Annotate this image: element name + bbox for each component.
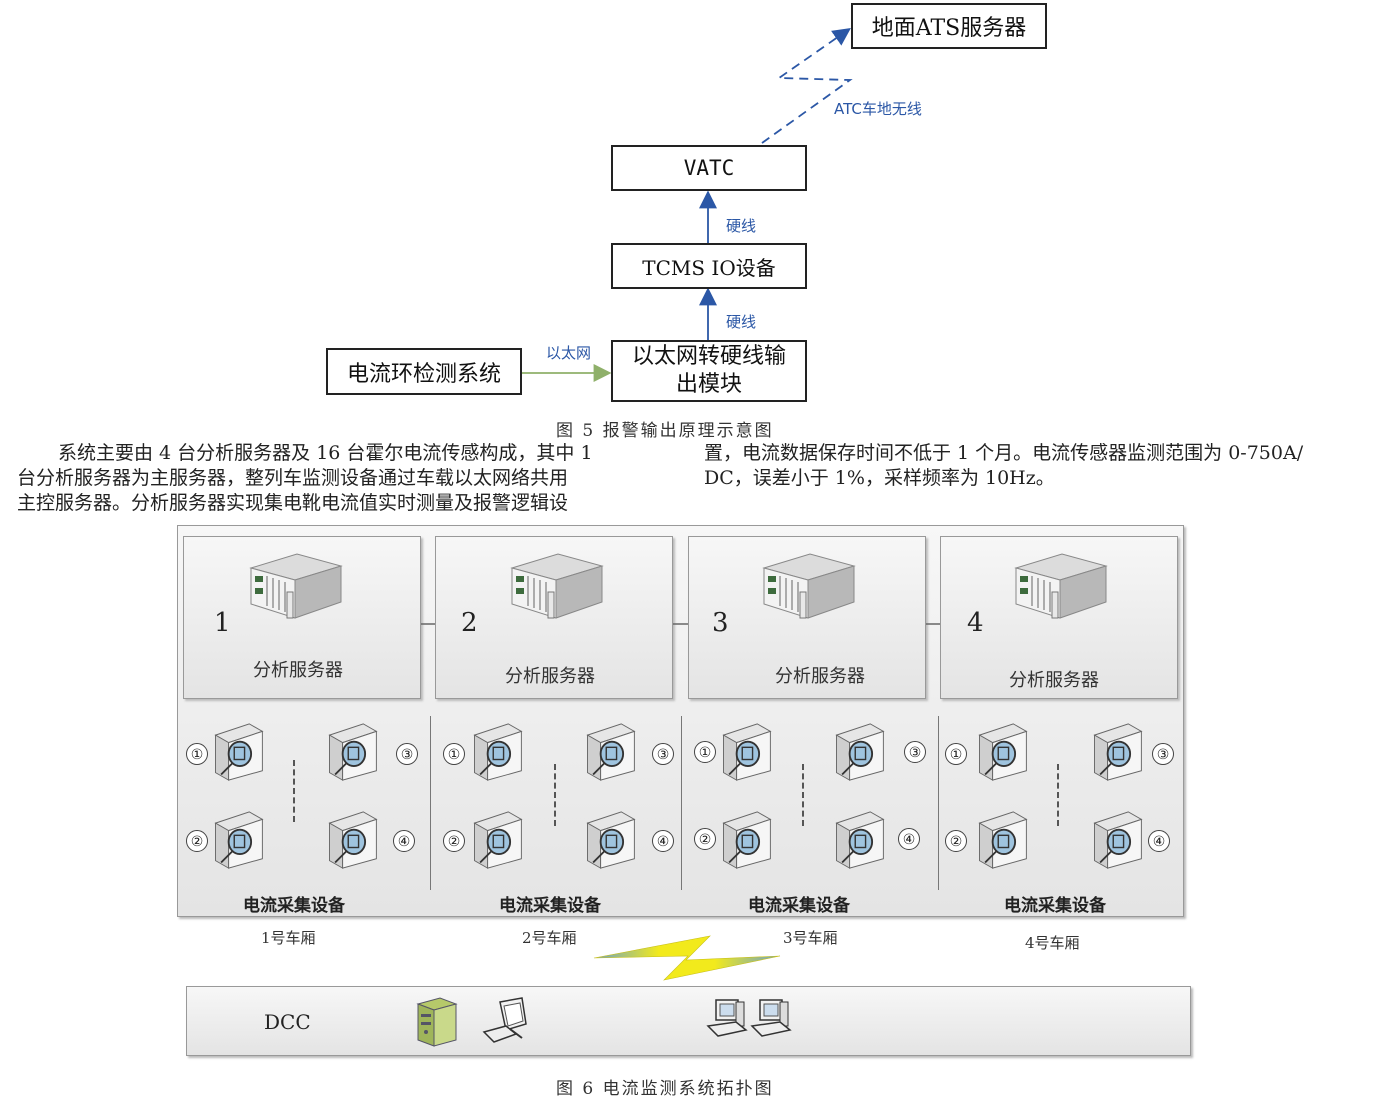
hardwire-label-bottom: 硬线 <box>726 313 757 331</box>
sensor-dash-line <box>1057 764 1059 826</box>
hall-sensor-icon <box>835 722 885 782</box>
sensor-id-1: ① <box>694 741 716 763</box>
module-label-line1: 以太网转硬线输 <box>631 344 786 369</box>
server-label-1: 分析服务器 <box>253 660 343 681</box>
fig5-caption: 图 5 报警输出原理示意图 <box>556 421 774 441</box>
detect-system-box: 电流环检测系统 <box>326 348 522 395</box>
group-separator <box>681 716 682 890</box>
hall-sensor-icon <box>722 722 772 782</box>
group-separator <box>430 716 431 890</box>
group-label-4: 电流采集设备 <box>1004 896 1106 916</box>
body-left-line1: 系统主要由 4 台分析服务器及 16 台霍尔电流传感构成，其中 1 <box>58 442 593 464</box>
rack-server-icon <box>511 553 603 619</box>
rack-server-icon <box>763 553 855 619</box>
ethernet-label: 以太网 <box>546 344 592 362</box>
sensor-dash-line <box>802 764 804 826</box>
body-left-line2: 台分析服务器为主服务器，整列车监测设备通过车载以太网络共用 <box>17 467 569 489</box>
hall-sensor-icon <box>473 810 523 870</box>
sensor-id-4: ④ <box>393 830 415 852</box>
hall-sensor-icon <box>978 722 1028 782</box>
dcc-label: DCC <box>264 1010 311 1034</box>
ground-ats-server-label: 地面ATS服务器 <box>871 16 1027 41</box>
module-label-line2: 出模块 <box>675 372 742 397</box>
fig6-caption: 图 6 电流监测系统拓扑图 <box>556 1079 774 1099</box>
workstation-icon <box>750 999 792 1037</box>
hall-sensor-icon <box>473 722 523 782</box>
sensor-id-4: ④ <box>898 828 920 850</box>
rack-server-icon <box>1015 553 1107 619</box>
sensor-id-2: ② <box>945 830 967 852</box>
body-right-line2: DC，误差小于 1%，采样频率为 10Hz。 <box>704 467 1055 489</box>
hall-sensor-icon <box>1093 722 1143 782</box>
tcms-label: TCMS IO设备 <box>642 255 776 280</box>
hall-sensor-icon <box>328 810 378 870</box>
sensor-dash-line <box>554 764 556 826</box>
workstation-icon <box>482 997 527 1043</box>
car-label-2: 2号车厢 <box>522 929 577 947</box>
ground-ats-server-box: 地面ATS服务器 <box>851 3 1047 49</box>
server-label-3: 分析服务器 <box>775 666 865 687</box>
tower-server-icon <box>416 997 458 1047</box>
fig5-connectors <box>520 27 853 382</box>
car-label-3: 3号车厢 <box>783 929 838 947</box>
hall-sensor-icon <box>214 722 264 782</box>
sensor-dash-line <box>293 760 295 822</box>
car-label-1: 1号车厢 <box>261 929 316 947</box>
sensor-id-1: ① <box>443 743 465 765</box>
dcc-panel <box>186 986 1191 1056</box>
hardwire-label-top: 硬线 <box>726 217 757 235</box>
hall-sensor-icon <box>722 810 772 870</box>
server-number-3: 3 <box>712 608 729 638</box>
sensor-id-3: ③ <box>1152 743 1174 765</box>
server-number-4: 4 <box>967 608 984 638</box>
vatc-box: VATC <box>611 145 807 191</box>
hall-sensor-icon <box>214 810 264 870</box>
sensor-id-4: ④ <box>652 830 674 852</box>
hall-sensor-icon <box>328 722 378 782</box>
vatc-label: VATC <box>683 156 735 180</box>
sensor-id-3: ③ <box>652 743 674 765</box>
hall-sensor-icon <box>586 810 636 870</box>
server-label-2: 分析服务器 <box>505 666 595 687</box>
group-separator <box>938 716 939 890</box>
sensor-id-3: ③ <box>904 741 926 763</box>
sensor-id-2: ② <box>186 830 208 852</box>
server-label-4: 分析服务器 <box>1009 670 1099 691</box>
hall-sensor-icon <box>586 722 636 782</box>
server-number-1: 1 <box>214 608 231 638</box>
hall-sensor-icon <box>1093 810 1143 870</box>
wireless-label: ATC车地无线 <box>834 100 922 118</box>
body-right-line1: 置，电流数据保存时间不低于 1 个月。电流传感器监测范围为 0-750A/ <box>704 442 1304 464</box>
group-label-3: 电流采集设备 <box>748 896 850 916</box>
sensor-id-3: ③ <box>396 743 418 765</box>
rack-server-icon <box>250 553 342 619</box>
sensor-id-2: ② <box>443 830 465 852</box>
server-number-2: 2 <box>461 608 478 638</box>
car-label-4: 4号车厢 <box>1025 934 1080 952</box>
tcms-box: TCMS IO设备 <box>611 243 807 289</box>
hall-sensor-icon <box>978 810 1028 870</box>
group-label-2: 电流采集设备 <box>499 896 601 916</box>
sensor-id-2: ② <box>694 828 716 850</box>
group-label-1: 电流采集设备 <box>243 896 345 916</box>
body-left-line3: 主控服务器。分析服务器实现集电靴电流值实时测量及报警逻辑设 <box>17 492 569 514</box>
sensor-id-4: ④ <box>1148 830 1170 852</box>
sensor-id-1: ① <box>945 743 967 765</box>
workstation-icon <box>706 999 748 1037</box>
detect-system-label: 电流环检测系统 <box>346 361 501 387</box>
sensor-id-1: ① <box>186 743 208 765</box>
wireless-bolt-icon <box>593 935 781 981</box>
hall-sensor-icon <box>835 810 885 870</box>
module-box: 以太网转硬线输 出模块 <box>611 340 807 402</box>
